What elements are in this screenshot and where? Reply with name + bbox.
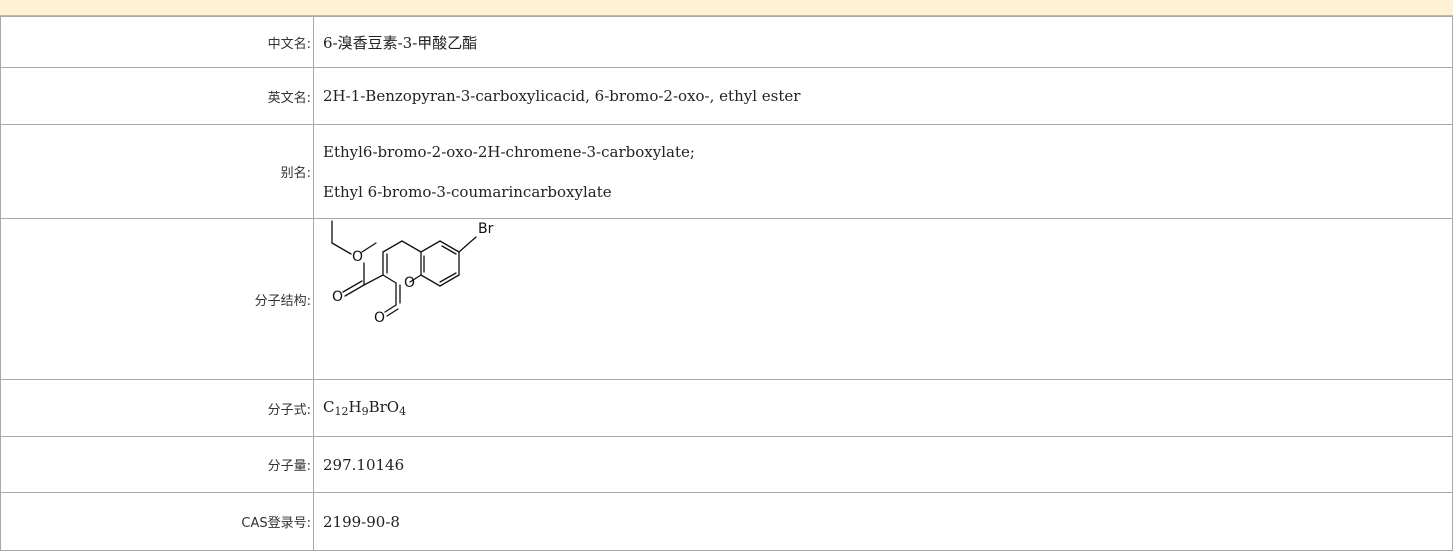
structure-cell: O O O O Br xyxy=(313,218,1453,380)
header-bar xyxy=(0,0,1453,16)
row-molecular-weight: 分子量: 297.10146 xyxy=(0,436,1453,493)
oxygen-ring: O xyxy=(404,275,415,291)
formula-rest: BrO xyxy=(368,398,400,416)
row-alias: 别名: Ethyl6-bromo-2-oxo-2H-chromene-3-car… xyxy=(0,124,1453,219)
formula-label: 分子式: xyxy=(0,379,314,437)
cas-label: CAS登录号: xyxy=(0,492,314,551)
oxygen-ether: O xyxy=(352,249,363,265)
bromine-atom: Br xyxy=(478,221,494,237)
structure-label: 分子结构: xyxy=(0,218,314,380)
formula-o-count: 4 xyxy=(399,405,407,418)
formula-h: H xyxy=(348,398,362,416)
formula-c-count: 12 xyxy=(334,405,349,418)
oxygen-lactone: O xyxy=(374,310,385,326)
alias-values: Ethyl6-bromo-2-oxo-2H-chromene-3-carboxy… xyxy=(313,124,1453,219)
alias-item: Ethyl6-bromo-2-oxo-2H-chromene-3-carboxy… xyxy=(323,142,695,161)
formula-c: C xyxy=(323,398,335,416)
row-cas: CAS登录号: 2199-90-8 xyxy=(0,492,1453,551)
oxygen-carbonyl: O xyxy=(332,289,343,305)
molecular-weight-value: 297.10146 xyxy=(313,436,1453,493)
formula-h-count: 9 xyxy=(361,405,369,418)
compound-info-table: 中文名: 6-溴香豆素-3-甲酸乙酯 英文名: 2H-1-Benzopyran-… xyxy=(0,16,1453,551)
english-name-value: 2H-1-Benzopyran-3-carboxylicacid, 6-brom… xyxy=(313,67,1453,125)
cas-value: 2199-90-8 xyxy=(313,492,1453,551)
formula-value: C12H9BrO4 xyxy=(313,379,1453,437)
row-structure: 分子结构: xyxy=(0,218,1453,380)
molecular-weight-label: 分子量: xyxy=(0,436,314,493)
molecular-structure-image: O O O O Br xyxy=(331,220,494,326)
chinese-name-value: 6-溴香豆素-3-甲酸乙酯 xyxy=(313,16,1453,68)
row-chinese-name: 中文名: 6-溴香豆素-3-甲酸乙酯 xyxy=(0,16,1453,68)
chinese-name-label: 中文名: xyxy=(0,16,314,68)
row-english-name: 英文名: 2H-1-Benzopyran-3-carboxylicacid, 6… xyxy=(0,67,1453,125)
alias-item: Ethyl 6-bromo-3-coumarincarboxylate xyxy=(323,182,612,201)
english-name-label: 英文名: xyxy=(0,67,314,125)
row-formula: 分子式: C12H9BrO4 xyxy=(0,379,1453,437)
alias-label: 别名: xyxy=(0,124,314,219)
